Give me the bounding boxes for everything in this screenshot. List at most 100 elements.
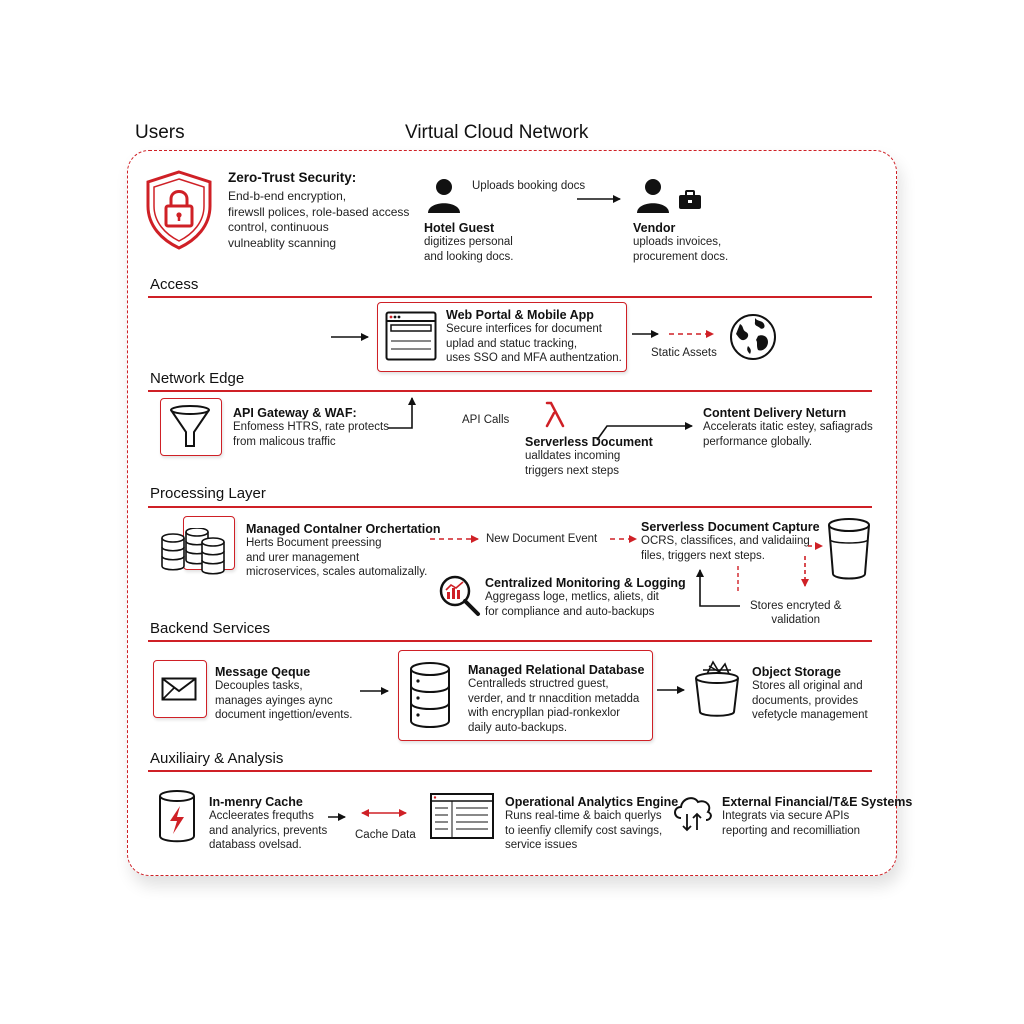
container-cluster-icon [160, 528, 230, 580]
processing-divider [148, 506, 872, 508]
lambda-icon [544, 400, 566, 428]
serverless-document-card: Serverless Document ualldates incoming t… [525, 435, 653, 478]
vendor-user-icon [634, 176, 672, 214]
auxiliary-divider [148, 770, 872, 772]
section-backend: Backend Services [150, 620, 271, 637]
globe-icon [728, 312, 778, 362]
hotel-guest-user-icon [425, 176, 463, 214]
database-card: Managed Relational Database Centralleds … [468, 663, 644, 735]
database-line-2: verder, and tr nnacdition metadda [468, 692, 640, 705]
zero-trust-line-2: firewsll polices, role-based access [228, 204, 410, 219]
zero-trust-title: Zero-Trust Security: [228, 170, 357, 185]
section-access: Access [150, 276, 199, 293]
capture-card: Serverless Document Capture OCRS, classi… [641, 520, 820, 563]
message-queue-title: Message Qeque [215, 665, 311, 679]
api-gateway-title: API Gateway & WAF: [233, 406, 357, 420]
analytics-line-1: Runs real-time & baich querlys [505, 810, 662, 822]
web-portal-title: Web Portal & Mobile App [446, 308, 594, 322]
static-assets-label: Static Assets [651, 347, 717, 359]
web-portal-line-3: uses SSO and MFA authentzation. [446, 352, 622, 364]
dashboard-grid-icon [430, 793, 494, 839]
stores-label-line-1: Stores encryted & [750, 600, 842, 612]
message-queue-card: Message Qeque Decouples tasks, manages a… [215, 665, 352, 723]
users-heading: Users [135, 122, 185, 143]
cache-line-2: and analyrics, prevents [209, 824, 328, 837]
magnifier-chart-icon [438, 574, 482, 618]
external-systems-line-2: reporting and recomilliation [722, 824, 861, 837]
monitoring-title: Centralized Monitoring & Logging [485, 576, 686, 590]
cache-cylinder-icon [157, 788, 197, 844]
container-title: Managed Contalner Orchertation [246, 522, 441, 536]
cdn-card: Content Delivery Neturn Accelerats itati… [703, 406, 873, 449]
message-queue-line-2: manages ayinges aync [215, 694, 333, 707]
section-auxiliary: Auxiliairy & Analysis [150, 750, 284, 767]
object-storage-line-1: Stores all original and [752, 680, 863, 692]
object-storage-title: Object Storage [752, 665, 841, 679]
hotel-guest-card: Hotel Guest digitizes personal and looki… [424, 221, 514, 264]
capture-title: Serverless Document Capture [641, 520, 820, 534]
message-queue-line-1: Decouples tasks, [215, 680, 303, 692]
cache-data-label: Cache Data [355, 829, 416, 841]
new-document-event-label: New Document Event [486, 533, 598, 545]
cache-line-3: databass ovelsad. [209, 839, 302, 851]
database-title: Managed Relational Database [468, 663, 645, 677]
storage-bin-icon [693, 660, 741, 718]
stores-label: Stores encryted & validation [750, 600, 841, 626]
vcn-heading: Virtual Cloud Network [405, 122, 589, 143]
external-systems-title: External Financial/T&E Systems [722, 795, 913, 809]
container-line-3: microservices, scales automalizally. [246, 566, 428, 578]
zero-trust-line-1: End-b-end encryption, [228, 189, 347, 203]
shield-lock-icon [142, 168, 216, 252]
access-divider [148, 296, 872, 298]
api-gateway-line-1: Enfomess HTRS, rate protects [233, 421, 389, 433]
api-gateway-line-2: from malicous traffic [233, 435, 336, 448]
briefcase-icon [678, 190, 702, 210]
vcn-boundary [127, 150, 897, 876]
vendor-title: Vendor [633, 221, 676, 235]
web-portal-line-2: uplad and statuc tracking, [446, 337, 578, 350]
cdn-line-2: performance globally. [703, 435, 813, 448]
cloud-sync-icon [670, 790, 716, 836]
object-storage-line-2: documents, provides [752, 694, 859, 707]
database-line-4: daily auto-backups. [468, 721, 568, 734]
database-line-1: Centralleds structred guest, [468, 678, 609, 690]
section-processing: Processing Layer [150, 485, 266, 502]
cdn-title: Content Delivery Neturn [703, 406, 847, 420]
database-line-3: with encrypllan piad-ronkexlor [468, 707, 621, 719]
monitoring-line-2: for compliance and auto-backups [485, 605, 655, 618]
container-line-1: Herts Bocument preessing [246, 537, 382, 549]
capture-line-1: OCRS, classifices, and validaiing [641, 535, 810, 547]
bucket-icon [826, 516, 872, 582]
browser-window-icon [385, 311, 437, 361]
database-icon [408, 661, 452, 729]
message-queue-line-3: document ingettion/events. [215, 709, 353, 721]
cache-line-1: Accleerates frequths [209, 810, 314, 822]
container-line-2: and urer management [246, 551, 360, 564]
monitoring-line-1: Aggregass loge, metlics, aliets, dit [485, 591, 659, 603]
stores-label-line-2: validation [771, 614, 820, 626]
backend-divider [148, 640, 872, 642]
capture-line-2: files, triggers next steps. [641, 549, 765, 562]
object-storage-card: Object Storage Stores all original and d… [752, 665, 868, 723]
web-portal-line-1: Secure interfices for document [446, 323, 602, 335]
hotel-guest-title: Hotel Guest [424, 221, 495, 235]
analytics-line-2: to ieenfiy cllemify cost savings, [505, 824, 663, 837]
vendor-line-1: uploads invoices, [633, 236, 722, 248]
object-storage-line-3: vefetycle management [752, 709, 868, 721]
envelope-icon [161, 677, 197, 701]
zero-trust-line-3: control, continuous [228, 220, 329, 234]
api-calls-label: API Calls [462, 414, 510, 426]
uploads-label: Uploads booking docs [472, 180, 586, 192]
external-systems-line-1: Integrats via secure APIs [722, 810, 850, 822]
cdn-line-1: Accelerats itatic estey, safiagrads [703, 421, 873, 433]
hotel-guest-line-2: and looking docs. [424, 250, 514, 263]
web-portal-card: Web Portal & Mobile App Secure interfice… [446, 308, 622, 366]
funnel-icon [168, 404, 212, 448]
zero-trust-line-4: vulneablity scanning [228, 235, 337, 250]
analytics-title: Operational Analytics Engine [505, 795, 679, 809]
section-network-edge: Network Edge [150, 370, 245, 387]
api-gateway-card: API Gateway & WAF: Enfomess HTRS, rate p… [233, 406, 389, 449]
network-edge-divider [148, 390, 872, 392]
vendor-card: Vendor uploads invoices, procurement doc… [633, 221, 728, 264]
serverless-document-line-1: ualldates incoming [525, 450, 621, 462]
